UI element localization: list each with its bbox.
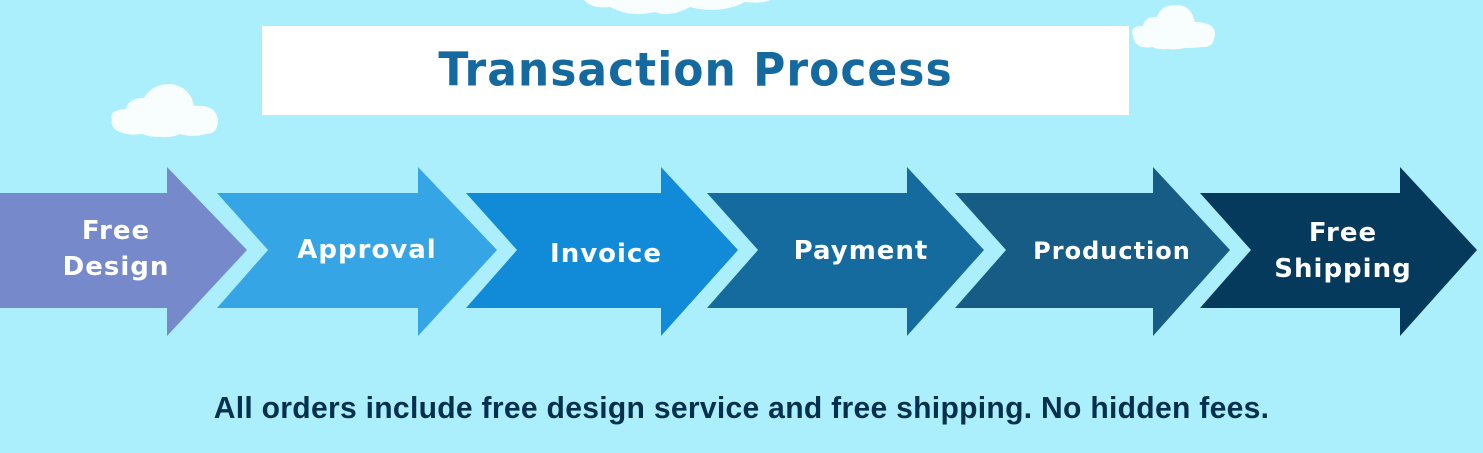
step-label-line: Shipping — [1274, 254, 1412, 284]
step-arrow-payment — [707, 167, 984, 336]
step-label-production: Production — [1033, 233, 1191, 269]
step-label-approval: Approval — [297, 232, 436, 268]
step-label-line: Free — [1308, 218, 1378, 248]
step-label-line: Design — [62, 252, 170, 282]
step-label-free-design: Free Design — [63, 213, 170, 285]
step-label-line: Payment — [793, 236, 929, 266]
cloud-left — [111, 84, 218, 138]
step-label-line: Invoice — [550, 239, 662, 269]
step-label-line: Approval — [297, 235, 437, 265]
page-title: Transaction Process — [438, 43, 953, 98]
footer-note: All orders include free design service a… — [213, 390, 1270, 425]
step-arrow-approval — [217, 167, 497, 336]
step-label-line: Production — [1033, 237, 1191, 265]
step-label-free-shipping: Free Shipping — [1274, 215, 1411, 287]
title-banner: Transaction Process — [262, 26, 1129, 115]
step-arrow-free-shipping — [1200, 167, 1477, 336]
cloud-top-center — [584, 0, 770, 15]
step-arrow-invoice — [466, 167, 738, 336]
step-arrow-production — [955, 167, 1230, 336]
step-label-invoice: Invoice — [550, 236, 662, 272]
step-arrow-free-design — [0, 167, 247, 336]
step-label-payment: Payment — [794, 233, 929, 269]
cloud-right — [1132, 4, 1215, 50]
step-label-line: Free — [81, 216, 151, 246]
